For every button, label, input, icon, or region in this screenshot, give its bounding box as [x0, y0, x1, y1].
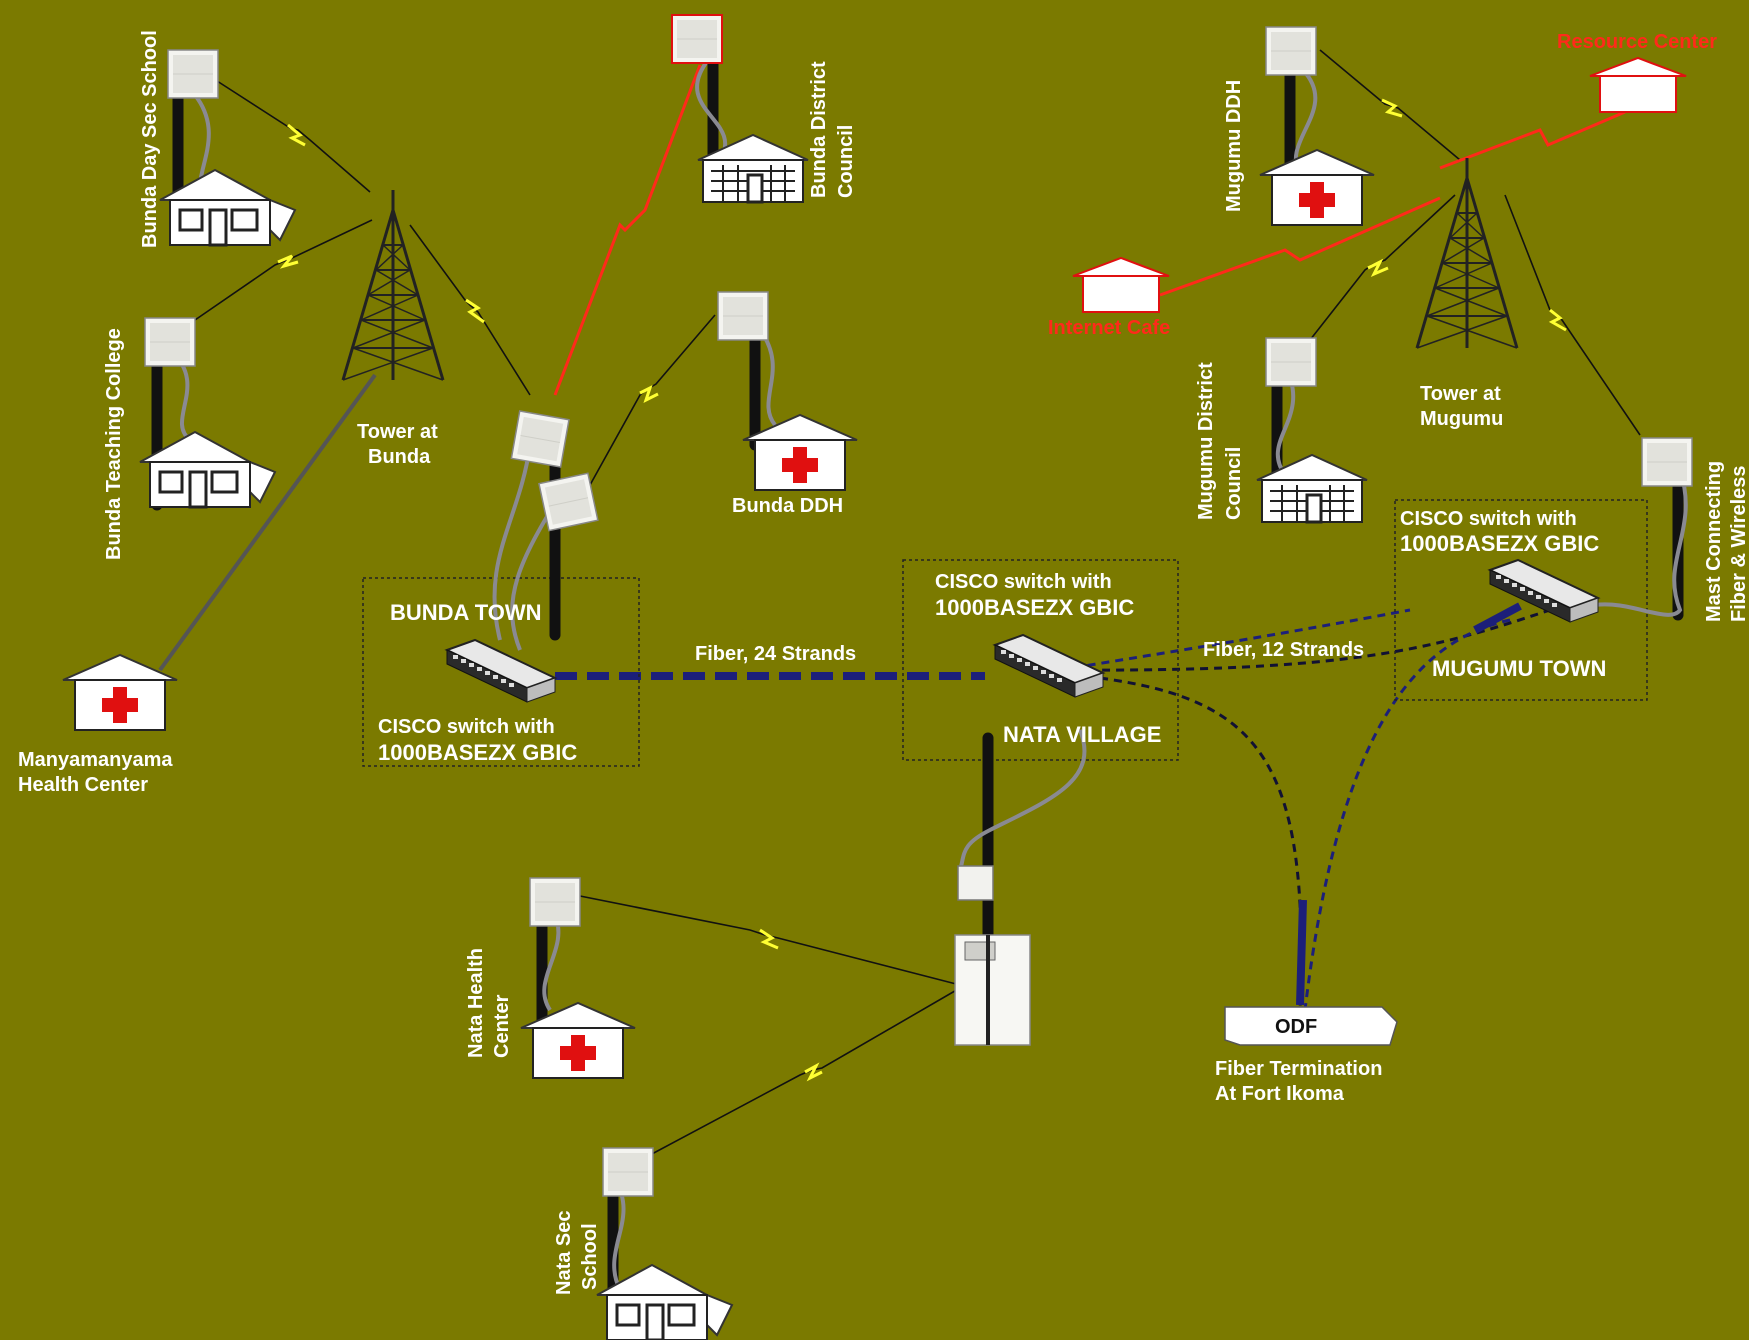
- odf-box: ODF: [1224, 1006, 1398, 1046]
- label-nata-sec-school-2: School: [579, 1223, 601, 1290]
- link-mugumu-ddh: [1319, 49, 1461, 161]
- label-mugumu-district-council-1: Mugumu District: [1195, 362, 1217, 520]
- internet-cafe-building: [1072, 257, 1170, 313]
- label-bunda-switch-2: 1000BASEZX GBIC: [378, 740, 577, 765]
- label-bunda-district-council-1: Bunda District: [808, 61, 830, 198]
- fiber-lines: [555, 602, 1551, 1011]
- label-nata-sec-school-1: Nata Sec: [553, 1211, 575, 1296]
- label-nata-health-center-2: Center: [491, 994, 513, 1058]
- tower-mugumu: [1415, 156, 1519, 350]
- link-bunda-college: [194, 219, 373, 321]
- label-nata-switch-1: CISCO switch with: [935, 571, 1112, 593]
- label-bunda-switch-1: CISCO switch with: [378, 716, 555, 738]
- bunda-district-panel-frame: [671, 14, 723, 64]
- label-fiber-24: Fiber, 24 Strands: [695, 643, 856, 665]
- bunda-switch: [446, 639, 556, 703]
- resource-center-building: [1589, 57, 1687, 113]
- link-bunda-ddh: [589, 314, 716, 486]
- link-bunda-school: [199, 69, 371, 193]
- label-resource-center: Resource Center: [1557, 31, 1717, 53]
- bunda-town-box: [362, 577, 640, 767]
- red-wireless-links: [553, 64, 1626, 396]
- label-tower-bunda-1: Tower at: [357, 421, 438, 443]
- label-mugumu-switch-1: CISCO switch with: [1400, 508, 1577, 530]
- label-fiber-termination-2: At Fort Ikoma: [1215, 1083, 1345, 1105]
- mugumu-ddh-clinic: [1259, 149, 1375, 226]
- label-mast-connecting-2: Fiber & Wireless: [1728, 465, 1749, 622]
- link-nata-school: [649, 987, 961, 1156]
- link-bunda-town: [409, 224, 531, 396]
- label-bunda-town: BUNDA TOWN: [390, 600, 542, 625]
- manyamanyama-clinic: [62, 654, 178, 731]
- label-mugumu-ddh: Mugumu DDH: [1223, 80, 1245, 212]
- cables: [168, 58, 1688, 1291]
- mugumu-town-box: [1394, 499, 1648, 701]
- odf-label: ODF: [1275, 1016, 1317, 1038]
- label-nata-health-center-1: Nata Health: [465, 948, 487, 1058]
- label-bunda-teaching-college: Bunda Teaching College: [103, 328, 125, 560]
- panels: [144, 14, 1693, 1197]
- label-fiber-12: Fiber, 12 Strands: [1203, 639, 1364, 661]
- label-mast-connecting-1: Mast Connecting: [1703, 461, 1725, 622]
- label-tower-mugumu-1: Tower at: [1420, 383, 1501, 405]
- tower-bunda: [341, 188, 445, 382]
- label-nata-village: NATA VILLAGE: [1003, 722, 1161, 747]
- label-mugumu-town: MUGUMU TOWN: [1432, 656, 1606, 681]
- label-bunda-district-council-2: Council: [835, 125, 857, 198]
- site-boxes: [362, 499, 1648, 767]
- label-bunda-ddh: Bunda DDH: [732, 495, 843, 517]
- label-bunda-day-sec-school: Bunda Day Sec School: [139, 30, 161, 248]
- wireless-bolts: [277, 98, 1567, 1082]
- label-manyamanyama-2: Health Center: [18, 774, 148, 796]
- link-mugumu-mast: [1504, 194, 1641, 436]
- label-mugumu-switch-2: 1000BASEZX GBIC: [1400, 531, 1599, 556]
- link-manyamanyama: [158, 373, 377, 672]
- label-mugumu-district-council-2: Council: [1223, 447, 1245, 520]
- label-tower-bunda-2: Bunda: [368, 446, 431, 468]
- nata-cabinet: [954, 934, 1031, 1046]
- nata-village-box: [902, 559, 1179, 761]
- label-manyamanyama-1: Manyamanyama: [18, 749, 173, 771]
- label-fiber-termination-1: Fiber Termination: [1215, 1058, 1382, 1080]
- label-nata-switch-2: 1000BASEZX GBIC: [935, 595, 1134, 620]
- nata-switch: [994, 634, 1104, 698]
- label-internet-cafe: Internet Cafe: [1048, 317, 1170, 339]
- label-tower-mugumu-2: Mugumu: [1420, 408, 1503, 430]
